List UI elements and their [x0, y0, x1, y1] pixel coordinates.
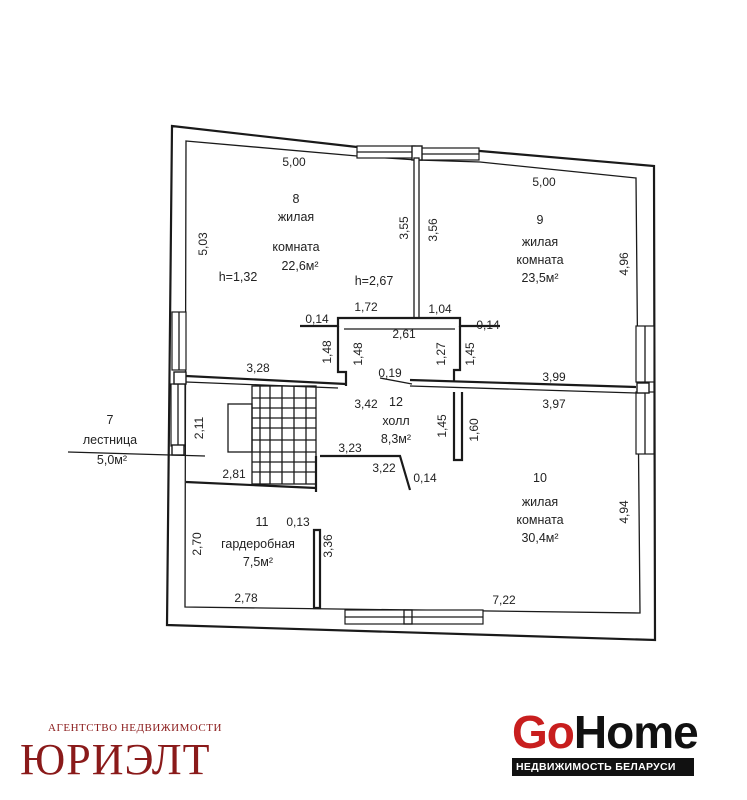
window-right-2	[635, 391, 655, 455]
dim-019: 0,19	[378, 366, 402, 380]
outer-wall-outer	[165, 124, 657, 642]
dim-500a: 5,00	[282, 155, 306, 169]
dim-160: 1,60	[467, 418, 481, 442]
room-7-area: 5,0м²	[97, 453, 127, 467]
dim-328: 3,28	[246, 361, 270, 375]
window-left-2	[170, 383, 186, 447]
wall-upper-hall	[300, 316, 500, 328]
window-left-1	[171, 311, 187, 371]
height-h2: h=2,67	[355, 274, 394, 288]
dim-145a: 1,45	[463, 342, 477, 366]
dim-148b: 1,48	[351, 342, 365, 366]
dim-104: 1,04	[428, 302, 452, 316]
window-bottom	[344, 609, 484, 625]
dim-722: 7,22	[492, 593, 516, 607]
logo-home: Home	[573, 706, 699, 758]
wall-hall-bottom	[320, 454, 412, 491]
dim-145b: 1,45	[435, 414, 449, 438]
room-7-number: 7	[107, 413, 114, 427]
room-9-number: 9	[537, 213, 544, 227]
room-12-area: 8,3м²	[381, 432, 411, 446]
dim-356: 3,56	[426, 218, 440, 242]
dim-322: 3,22	[372, 461, 396, 475]
height-h1: h=1,32	[219, 270, 258, 284]
agency-name: ЮРИЭЛТ	[20, 735, 211, 784]
room-11-name: гардеробная	[221, 537, 295, 551]
room-8-area: 22,6м²	[281, 259, 318, 273]
room-12-name: холл	[382, 414, 409, 428]
wall-8-9	[413, 157, 420, 319]
dim-397: 3,97	[542, 397, 566, 411]
room-11-number: 11	[256, 515, 269, 529]
wall-11-top	[185, 480, 317, 490]
dim-281: 2,81	[222, 467, 246, 481]
dim-148a: 1,48	[320, 340, 334, 364]
dim-014c: 0,14	[413, 471, 437, 485]
room-9-area: 23,5м²	[521, 271, 558, 285]
dim-172: 1,72	[354, 300, 378, 314]
staircase	[227, 385, 317, 485]
window-top-1	[356, 145, 416, 159]
dim-399: 3,99	[542, 370, 566, 384]
leader-line-7	[67, 451, 206, 457]
dim-211: 2,11	[192, 416, 206, 439]
dim-270: 2,70	[190, 532, 204, 556]
dim-503: 5,03	[196, 232, 210, 256]
dim-342: 3,42	[354, 397, 378, 411]
gohome-subtitle: НЕДВИЖИМОСТЬ БЕЛАРУСИ	[512, 758, 694, 776]
pillar	[171, 444, 185, 456]
wall-9-10	[409, 378, 637, 389]
agency-tagline: АГЕНТСТВО НЕДВИЖИМОСТИ	[48, 722, 222, 734]
dim-013: 0,13	[286, 515, 310, 529]
gohome-logo: GoHome НЕДВИЖИМОСТЬ БЕЛАРУСИ	[512, 706, 702, 776]
room-10-area: 30,4м²	[521, 531, 558, 545]
dim-500b: 5,00	[532, 175, 556, 189]
pillar	[636, 382, 650, 394]
room-12-number: 12	[389, 395, 403, 409]
agency-logo: АГЕНТСТВО НЕДВИЖИМОСТИ ЮРИЭЛТ	[20, 722, 250, 784]
wall-stair-top-2	[185, 381, 339, 389]
dim-323: 3,23	[338, 441, 362, 455]
dim-278: 2,78	[234, 591, 258, 605]
dim-494: 4,94	[617, 500, 631, 524]
wall-hall-10	[452, 392, 464, 462]
wall-8-hall	[336, 326, 348, 386]
gohome-wordmark: GoHome	[512, 706, 702, 758]
dim-014b: 0,14	[476, 318, 500, 332]
wall-11-10	[312, 528, 322, 610]
logo-go: Go	[512, 706, 575, 758]
room-8-name-1: жилая	[278, 210, 314, 224]
window-right-1	[635, 325, 655, 383]
room-7-name: лестница	[83, 433, 137, 447]
dim-261: 2,61	[392, 327, 416, 341]
door-swing	[379, 377, 413, 385]
room-9-name-1: жилая	[522, 235, 558, 249]
dim-014a: 0,14	[305, 312, 329, 326]
pillar	[173, 371, 187, 385]
room-11-area: 7,5м²	[243, 555, 273, 569]
room-10-name-2: комната	[516, 513, 563, 527]
dim-336: 3,36	[321, 534, 335, 558]
room-8-number: 8	[293, 192, 300, 206]
wall-9-10b	[409, 385, 637, 394]
dim-496: 4,96	[617, 252, 631, 276]
room-10-number: 10	[533, 471, 547, 485]
room-8-name-2: комната	[272, 240, 319, 254]
dim-127: 1,27	[434, 342, 448, 366]
room-9-name-2: комната	[516, 253, 563, 267]
dim-355: 3,55	[397, 216, 411, 240]
wall-hall-9	[452, 326, 462, 382]
wall-stair-top	[185, 374, 347, 386]
window-top-2	[420, 147, 480, 161]
room-10-name-1: жилая	[522, 495, 558, 509]
